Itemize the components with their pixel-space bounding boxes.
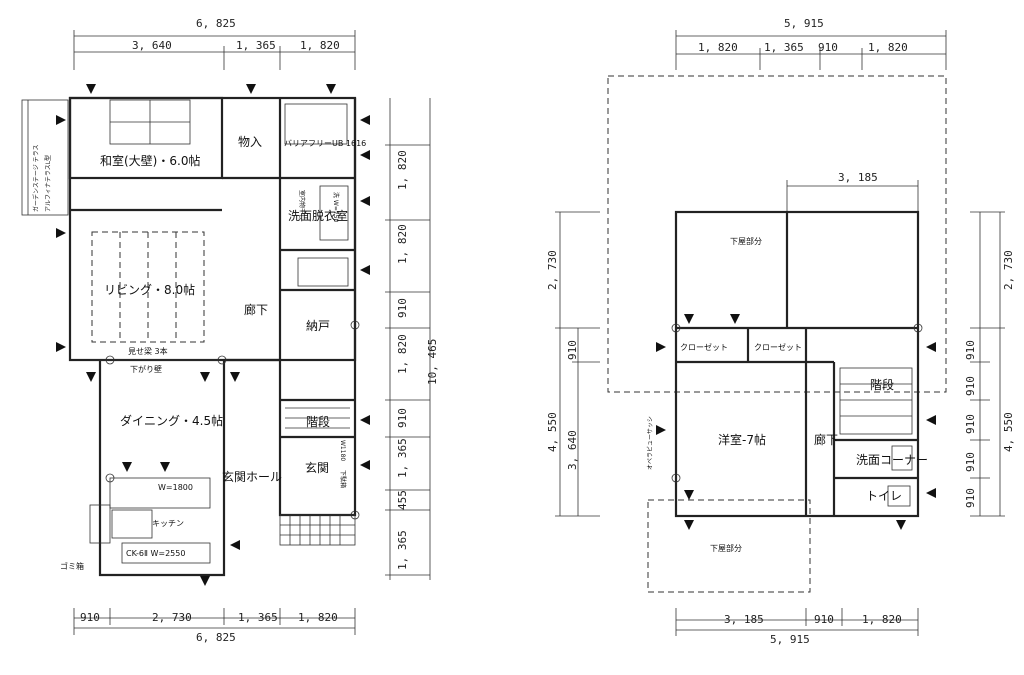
room-toilet-2f: トイレ [866, 489, 902, 503]
left-dim-bottom-part-4: 1, 820 [298, 611, 338, 624]
room-bath: バリアフリーUB 1616 [284, 139, 366, 148]
room-living: リビング・8.0帖 [104, 282, 195, 297]
right-dim-right-outer-1: 2, 730 [1002, 250, 1015, 290]
label-terrace: ガーデンステージ テラス [32, 144, 40, 212]
right-dim-right-inner-5: 910 [964, 488, 977, 508]
left-dim-top-total: 6, 825 [196, 17, 236, 30]
label-kitchen-width: W=1800 [158, 483, 193, 492]
room-closet-2: クローゼット [754, 342, 802, 352]
label-terrace-2: アルフィナテラスL型 [44, 155, 52, 212]
left-dim-top-part-1: 3, 640 [132, 39, 172, 52]
right-dim-right-inner-4: 910 [964, 452, 977, 472]
first-floor-plan: 6, 825 3, 640 1, 365 1, 820 910 2, 730 1… [21, 17, 439, 644]
right-dim-top-part-2: 1, 365 [764, 41, 804, 54]
right-dim-right-outer-2: 4, 550 [1002, 412, 1015, 452]
right-dim-top-part-1: 1, 820 [698, 41, 738, 54]
room-kaidan: 階段 [306, 414, 330, 429]
left-dim-top-part-2: 1, 365 [236, 39, 276, 52]
room-senmen: 洗面脱衣室 [288, 208, 348, 223]
label-kaya-1: 下屋部分 [730, 236, 762, 246]
label-senmen-unit: 洗 W=750 [332, 192, 340, 223]
label-kitchen-unit: CK-6Ⅱ W=2550 [126, 549, 185, 558]
left-dim-bottom-part-2: 2, 730 [152, 611, 192, 624]
right-dim-bottom-total: 5, 915 [770, 633, 810, 646]
label-sagari: 下がり壁 [130, 364, 162, 374]
left-dim-right-total: 10, 465 [426, 339, 439, 385]
label-kaya-2: 下屋部分 [710, 543, 742, 553]
left-dim-bottom-total: 6, 825 [196, 631, 236, 644]
left-dim-top-part-3: 1, 820 [300, 39, 340, 52]
right-dim-left-outer-1: 2, 730 [546, 250, 559, 290]
right-dim-right-inner-1: 910 [964, 340, 977, 360]
left-dim-right-3: 910 [396, 298, 409, 318]
left-dim-right-8: 1, 365 [396, 530, 409, 570]
right-dim-top-sub: 3, 185 [838, 171, 878, 184]
label-geta-width: W1180 [339, 440, 346, 461]
room-nando: 納戸 [306, 319, 330, 333]
room-kitchen: キッチン [152, 519, 184, 528]
right-dim-bottom-part-1: 3, 185 [724, 613, 764, 626]
left-dim-bottom-part-1: 910 [80, 611, 100, 624]
left-dim-right-5: 910 [396, 408, 409, 428]
label-sash: オペラビューサッシ [646, 416, 654, 470]
right-dim-right-inner-3: 910 [964, 414, 977, 434]
right-dim-left-inner-1: 910 [566, 340, 579, 360]
left-dim-bottom-part-3: 1, 365 [238, 611, 278, 624]
right-dim-left-inner-2: 3, 640 [566, 430, 579, 470]
right-dim-bottom-part-2: 910 [814, 613, 834, 626]
room-rouka-2f: 廊下 [814, 432, 838, 447]
room-rouka: 廊下 [244, 302, 268, 317]
label-misebari: 見せ梁 3本 [128, 346, 168, 356]
right-dim-left-outer-2: 4, 550 [546, 412, 559, 452]
room-kaidan-2f: 階段 [870, 377, 894, 392]
left-dim-right-2: 1, 820 [396, 224, 409, 264]
room-washitsu: 和室(大壁)・6.0帖 [100, 153, 200, 168]
room-senmen-2f: 洗面コーナー [856, 453, 928, 467]
label-geta: 下駄箱 [339, 470, 347, 488]
room-closet-1: クローゼット [680, 342, 728, 352]
right-dim-right-inner-2: 910 [964, 376, 977, 396]
right-dim-bottom-part-3: 1, 820 [862, 613, 902, 626]
right-dim-top-part-4: 1, 820 [868, 41, 908, 54]
room-youshitsu: 洋室-7帖 [718, 432, 766, 447]
left-dim-right-4: 1, 820 [396, 334, 409, 374]
room-genkan: 玄関 [305, 460, 329, 475]
left-dim-right-6: 1, 365 [396, 438, 409, 478]
room-monoire: 物入 [238, 135, 262, 149]
left-dim-right-1: 1, 820 [396, 150, 409, 190]
room-genkan-hall: 玄関ホール [222, 469, 282, 484]
room-gomi: ゴミ箱 [60, 561, 84, 571]
right-dim-top-part-3: 910 [818, 41, 838, 54]
label-hoshi: 室内物干し [298, 190, 306, 220]
room-dining: ダイニング・4.5帖 [120, 413, 223, 428]
second-floor-plan: 5, 915 1, 820 1, 365 910 1, 820 3, 185 [546, 17, 1015, 646]
right-dim-top-total: 5, 915 [784, 17, 824, 30]
left-dim-right-7: 455 [396, 490, 409, 510]
